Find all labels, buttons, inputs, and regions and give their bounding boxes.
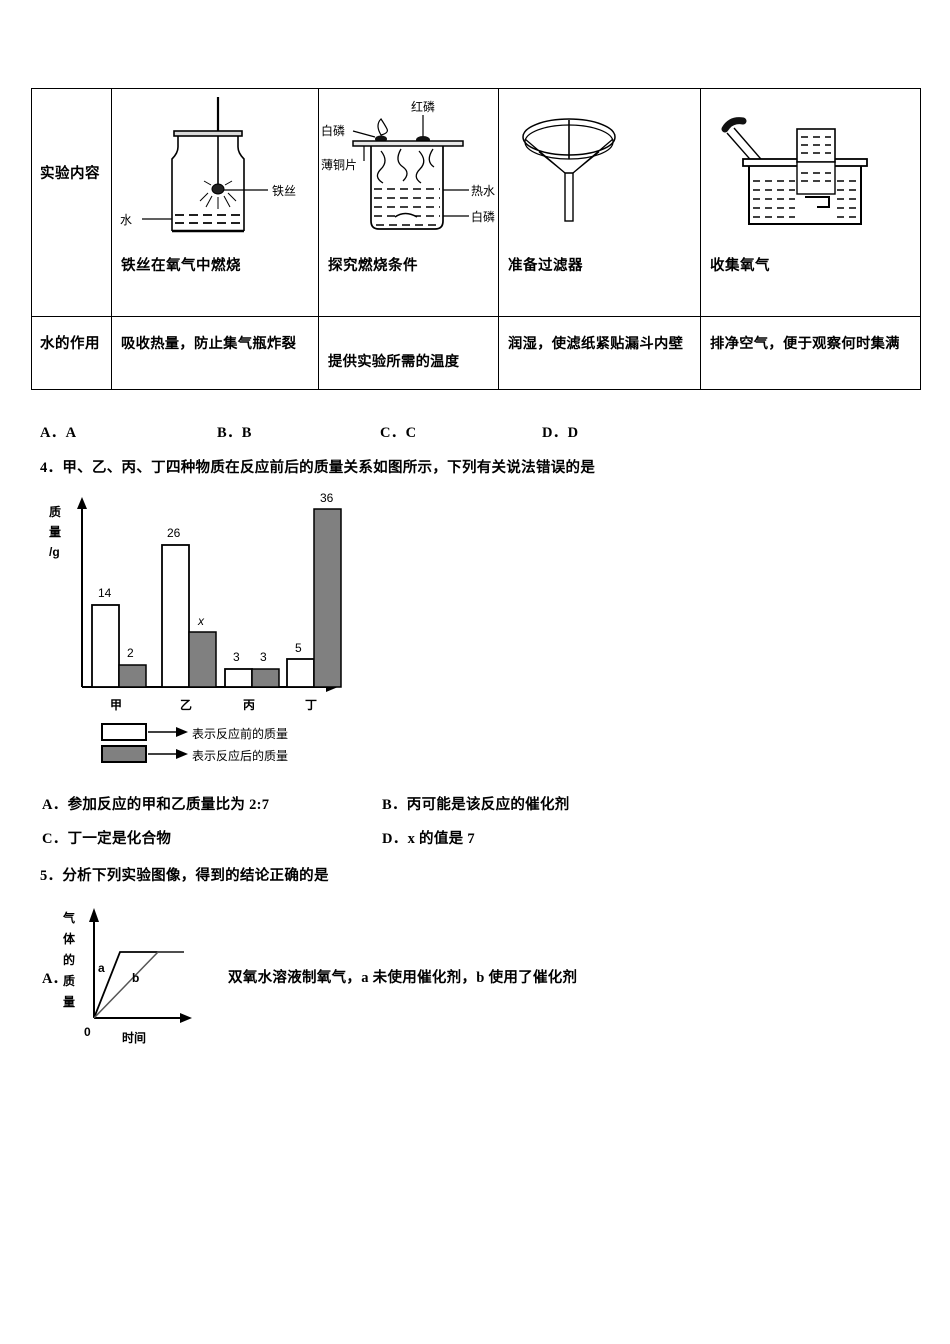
bar-before-1 — [91, 604, 120, 688]
q5-curve-b-label: b — [132, 971, 139, 985]
q5-ylabel-char5: 量 — [63, 995, 75, 1009]
cell-experiment-b: 红磷 白磷 薄铜片 — [318, 88, 499, 317]
bar-after-3 — [251, 668, 280, 688]
bar-category-4: 丁 — [305, 698, 317, 712]
bar-label-after-1: 2 — [127, 646, 134, 660]
bar-label-before-3: 3 — [233, 650, 240, 664]
cell-water-role-d: 排净空气，便于观察何时集满 — [700, 316, 921, 390]
q3-option-d[interactable]: D．D — [542, 425, 579, 441]
bar-category-3: 丙 — [243, 698, 255, 712]
q3-options-row: A．A B．B C．C D．D — [40, 421, 920, 443]
q5-ylabel-char3: 的 — [63, 952, 75, 967]
q5-curve-a — [93, 951, 184, 1019]
q5-option-a-letter[interactable]: A． — [42, 971, 67, 987]
cell-water-role-b: 提供实验所需的温度 — [318, 316, 499, 390]
row-header-label: 实验内容 — [40, 166, 100, 182]
water-role-text-c: 润湿，使滤纸紧贴漏斗内壁 — [508, 336, 684, 352]
bar-category-2: 乙 — [180, 698, 192, 712]
bar-after-1 — [118, 664, 147, 688]
figure-caption-c: 准备过滤器 — [508, 258, 583, 274]
water-role-text-d: 排净空气，便于观察何时集满 — [710, 336, 900, 352]
figure-label-white-phosphorus-top: 白磷 — [321, 123, 345, 138]
figure-filter-funnel — [499, 89, 700, 254]
figure-caption-b: 探究燃烧条件 — [328, 258, 418, 274]
figure-caption-d: 收集氧气 — [710, 258, 770, 274]
cell-water-role-c: 润湿，使滤纸紧贴漏斗内壁 — [498, 316, 701, 390]
water-role-text-a: 吸收热量，防止集气瓶炸裂 — [121, 336, 297, 352]
water-role-text-b: 提供实验所需的温度 — [328, 354, 460, 370]
bar-label-after-3: 3 — [260, 650, 267, 664]
q5-ylabel-char2: 体 — [63, 931, 76, 946]
chart-ylabel-char2: 量 — [49, 525, 61, 539]
table-row-water-role: 水的作用 吸收热量，防止集气瓶炸裂 提供实验所需的温度 润湿，使滤纸紧贴漏斗内壁… — [31, 316, 921, 390]
q5-stem: 5．分析下列实验图像，得到的结论正确的是 — [40, 868, 329, 884]
q3-option-b[interactable]: B．B — [217, 425, 252, 441]
cell-water-role-a: 吸收热量，防止集气瓶炸裂 — [111, 316, 319, 390]
q4-option-a[interactable]: A．参加反应的甲和乙质量比为 2:7 — [42, 797, 270, 813]
legend-swatch-before — [101, 723, 147, 741]
figure-collect-oxygen-over-water — [701, 89, 920, 254]
q5-gas-mass-vs-time-graph: 气 体 的 质 量 a b 0 时间 — [60, 900, 220, 1050]
bar-label-before-2: 26 — [167, 526, 181, 540]
bar-after-4 — [313, 508, 342, 688]
q5-ylabel-char4: 质 — [63, 973, 75, 988]
bar-label-after-2: x — [197, 614, 205, 628]
chart-ylabel-char1: 质 — [49, 504, 61, 519]
bar-label-before-4: 5 — [295, 641, 302, 655]
bar-before-2 — [161, 544, 190, 688]
figure-label-hot-water: 热水 — [471, 184, 495, 198]
mass-before-after-bar-chart: 质 量 /g 14 2 26 x 3 3 5 36 甲 乙 丙 丁 — [40, 487, 370, 777]
bar-before-3 — [224, 668, 253, 688]
q4-option-d[interactable]: D．x 的值是 7 — [382, 831, 475, 847]
figure-label-white-phosphorus-bottom: 白磷 — [471, 209, 495, 224]
q5-curve-a-label: a — [98, 961, 105, 975]
q4-option-c[interactable]: C．丁一定是化合物 — [42, 831, 172, 847]
cell-experiment-c: 准备过滤器 — [498, 88, 701, 317]
q5-option-a-text[interactable]: 双氧水溶液制氧气，a 未使用催化剂，b 使用了催化剂 — [228, 970, 578, 986]
q4-options-row-1: A．参加反应的甲和乙质量比为 2:7 B．丙可能是该反应的催化剂 — [42, 793, 922, 815]
row-header-experiment-content: 实验内容 — [31, 88, 112, 317]
figure-label-water: 水 — [120, 213, 132, 227]
row-header-label-water: 水的作用 — [40, 336, 100, 352]
q3-option-a[interactable]: A．A — [40, 425, 77, 441]
q5-origin-label: 0 — [84, 1025, 91, 1039]
cell-experiment-a: 铁丝 水 铁丝在氧气中燃烧 — [111, 88, 319, 317]
cell-experiment-d: 收集氧气 — [700, 88, 921, 317]
figure-iron-wire-in-oxygen: 铁丝 水 — [112, 89, 318, 254]
bar-label-before-1: 14 — [98, 586, 112, 600]
figure-label-iron-wire: 铁丝 — [272, 184, 296, 198]
bar-after-2 — [188, 631, 217, 688]
row-header-water-role: 水的作用 — [31, 316, 112, 390]
figure-caption-a: 铁丝在氧气中燃烧 — [121, 258, 241, 274]
table-row-experiment-content: 实验内容 — [31, 88, 921, 317]
experiment-comparison-table: 实验内容 — [31, 88, 921, 390]
bar-before-4 — [286, 658, 315, 688]
bar-category-1: 甲 — [110, 698, 122, 712]
legend-label-before: 表示反应前的质量 — [192, 726, 288, 741]
q4-options-row-2: C．丁一定是化合物 D．x 的值是 7 — [42, 827, 922, 849]
q4-option-b[interactable]: B．丙可能是该反应的催化剂 — [382, 797, 570, 813]
q5-curve-b — [93, 951, 184, 1019]
q5-ylabel-char1: 气 — [62, 910, 75, 925]
figure-combustion-conditions: 红磷 白磷 薄铜片 — [319, 89, 498, 254]
q3-option-c[interactable]: C．C — [380, 425, 417, 441]
q4-stem: 4．甲、乙、丙、丁四种物质在反应前后的质量关系如图所示，下列有关说法错误的是 — [40, 460, 596, 476]
figure-label-red-phosphorus: 红磷 — [411, 99, 435, 114]
chart-ylabel-char3: /g — [49, 545, 60, 559]
legend-label-after: 表示反应后的质量 — [192, 748, 288, 763]
bar-label-after-4: 36 — [320, 491, 334, 505]
legend-swatch-after — [101, 745, 147, 763]
figure-label-thin-copper-sheet: 薄铜片 — [321, 157, 357, 172]
q5-xlabel: 时间 — [122, 1030, 146, 1045]
